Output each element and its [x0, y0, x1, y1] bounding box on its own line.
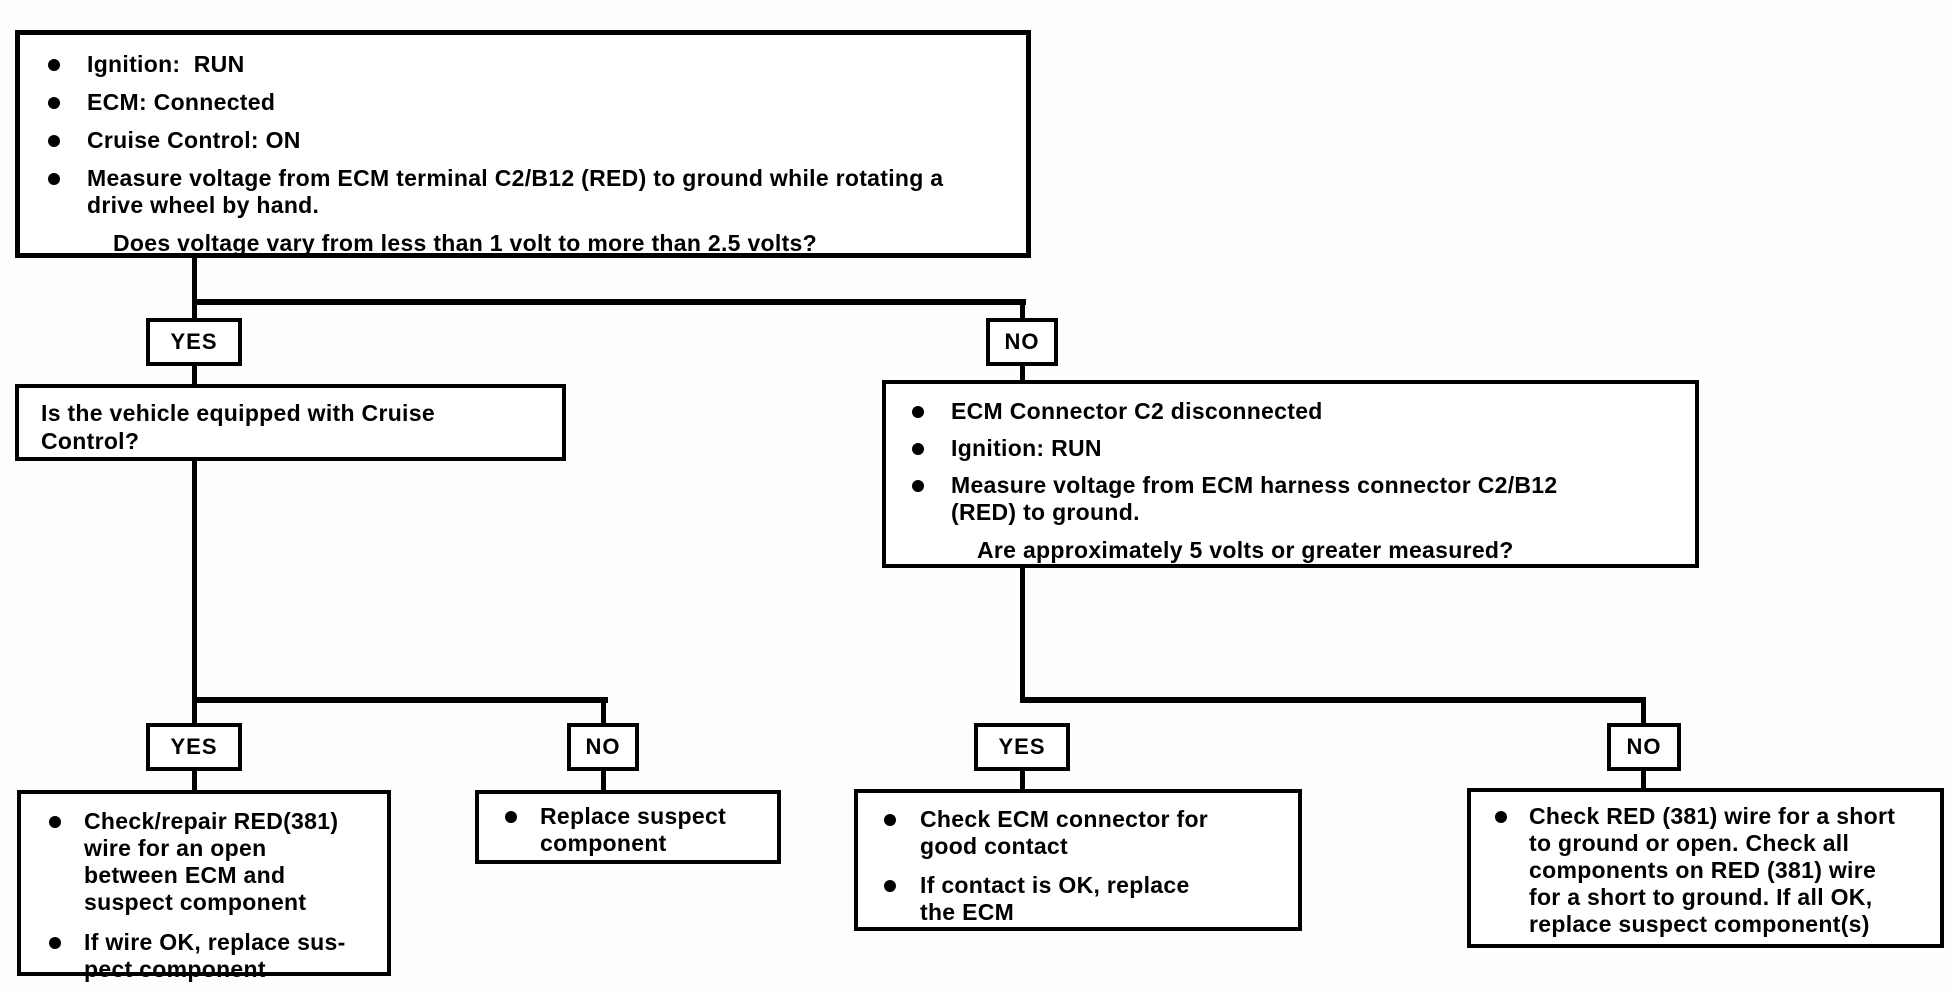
connector-yes3-down: [1020, 769, 1025, 791]
bullet-item: Check RED (381) wire for a short to grou…: [1495, 803, 1936, 938]
connector-start-down: [192, 256, 197, 320]
bullet-text: Ignition: RUN: [951, 435, 1102, 461]
connector-no2-down: [601, 769, 606, 792]
bullet-text: Measure voltage from ECM terminal C2/B12…: [87, 165, 944, 218]
start-conditions-box: Ignition: RUN ECM: Connected Cruise Cont…: [15, 30, 1031, 258]
connector-yes1-down: [192, 364, 197, 386]
bullet-item: Check ECM connector for good contact: [884, 806, 1292, 860]
bullet-item: Measure voltage from ECM terminal C2/B12…: [48, 165, 1016, 219]
yes-label-2: YES: [146, 723, 242, 771]
connector-info-down: [1020, 566, 1025, 701]
bullet-item: If wire OK, replace sus- pect component: [49, 929, 381, 983]
bullet-text: Check RED (381) wire for a short to grou…: [1529, 803, 1896, 937]
no-branch-box: ECM Connector C2 disconnected Ignition: …: [882, 380, 1699, 568]
decision-question: Does voltage vary from less than 1 volt …: [113, 230, 817, 256]
bullet-dot: [48, 135, 60, 147]
check-ecm-box: Check ECM connector for good contact If …: [854, 789, 1302, 931]
bullet-item: If contact is OK, replace the ECM: [884, 872, 1292, 926]
check-red-wire-box: Check RED (381) wire for a short to grou…: [1467, 788, 1944, 948]
cruise-question-box: Is the vehicle equipped with Cruise Cont…: [15, 384, 566, 461]
bullet-text: Ignition: RUN: [87, 51, 245, 77]
bullet-text: ECM: Connected: [87, 89, 276, 115]
connector-no3-down: [1641, 769, 1646, 790]
connector-branch1-horizontal: [192, 299, 1026, 305]
bullet-dot: [912, 406, 924, 418]
bullet-dot: [884, 814, 896, 826]
bullet-item: Measure voltage from ECM harness connect…: [912, 472, 1685, 526]
bullet-item: Ignition: RUN: [912, 435, 1685, 462]
connector-branch1-no-down: [1020, 299, 1025, 320]
bullet-item: Cruise Control: ON: [48, 127, 1016, 154]
bullet-dot: [1495, 811, 1507, 823]
bullet-dot: [48, 97, 60, 109]
question-text: Is the vehicle equipped with Cruise Cont…: [41, 400, 435, 454]
bullet-text: Replace suspect component: [540, 803, 727, 856]
bullet-text: If contact is OK, replace the ECM: [920, 872, 1190, 925]
connector-cruise-down: [192, 459, 197, 725]
no-label-2: NO: [567, 723, 639, 771]
bullet-dot: [48, 59, 60, 71]
bullet-text: If wire OK, replace sus- pect component: [84, 929, 346, 982]
connector-branch2-no-down: [601, 697, 606, 725]
bullet-text: Cruise Control: ON: [87, 127, 301, 153]
connector-yes2-down: [192, 769, 197, 792]
yes-label-3: YES: [974, 723, 1070, 771]
bullet-text: Check ECM connector for good contact: [920, 806, 1209, 859]
check-repair-box: Check/repair RED(381) wire for an open b…: [17, 790, 391, 982]
bullet-dot: [884, 880, 896, 892]
bullet-dot: [912, 443, 924, 455]
bullet-dot: [49, 937, 61, 949]
bullet-dot: [49, 816, 61, 828]
no-label-1: NO: [986, 318, 1058, 366]
connector-branch3-no-down: [1641, 697, 1646, 725]
bullet-item: ECM Connector C2 disconnected: [912, 398, 1685, 425]
bullet-dot: [912, 480, 924, 492]
connector-no1-down: [1020, 364, 1025, 382]
bullet-text: Check/repair RED(381) wire for an open b…: [84, 808, 339, 915]
connector-branch2-horizontal: [192, 697, 608, 703]
no-label-3: NO: [1607, 723, 1681, 771]
connector-branch3-horizontal: [1020, 697, 1646, 703]
bullet-text: Measure voltage from ECM harness connect…: [951, 472, 1558, 525]
bullet-item: Check/repair RED(381) wire for an open b…: [49, 808, 381, 916]
bullet-dot: [505, 811, 517, 823]
bullet-text: ECM Connector C2 disconnected: [951, 398, 1323, 424]
bullet-item: ECM: Connected: [48, 89, 1016, 116]
bullet-item: Ignition: RUN: [48, 51, 1016, 78]
decision-question: Are approximately 5 volts or greater mea…: [977, 537, 1514, 563]
replace-component-box: Replace suspect component: [475, 790, 781, 864]
bullet-item: Replace suspect component: [505, 803, 771, 857]
bullet-dot: [48, 173, 60, 185]
yes-label-1: YES: [146, 318, 242, 366]
